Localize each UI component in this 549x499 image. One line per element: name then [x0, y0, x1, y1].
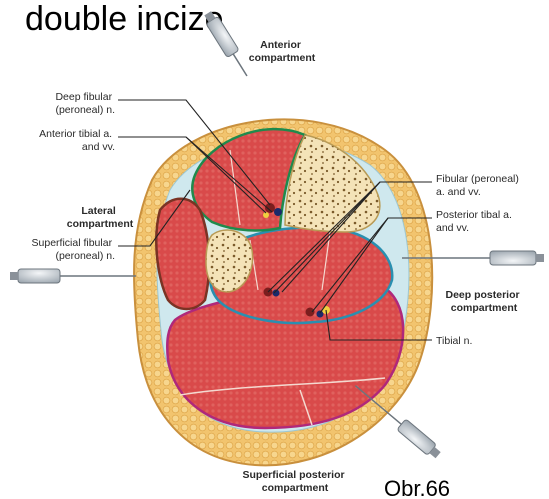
syringe-icon-left — [10, 269, 136, 283]
deep-posterior-compartment-label: Deep posterior compartment — [445, 289, 522, 314]
posterior-tibial-a-label: Posterior tibal a. and vv. — [436, 209, 515, 234]
anterior-tibial-a-label: Anterior tibial a. and vv. — [39, 128, 115, 153]
syringe-icon-top — [202, 10, 253, 80]
lateral-compartment-label: Lateral compartment — [67, 205, 134, 230]
anterior-compartment-label: Anterior compartment — [249, 39, 316, 64]
superficial-fibular-n-label: Superficial fibular (peroneal) n. — [32, 237, 115, 262]
lateral-compartment — [156, 199, 209, 309]
tibial-n-label: Tibial n. — [436, 335, 472, 347]
title-fragment: double incize — [25, 0, 223, 38]
superficial-posterior-compartment-label: Superficial posterior compartment — [242, 469, 347, 494]
deep-fibular-n-label: Deep fibular (peroneal) n. — [55, 91, 115, 116]
fibular-a-label: Fibular (peroneal) a. and vv. — [436, 173, 522, 198]
figure-reference: Obr.66 — [384, 476, 450, 499]
